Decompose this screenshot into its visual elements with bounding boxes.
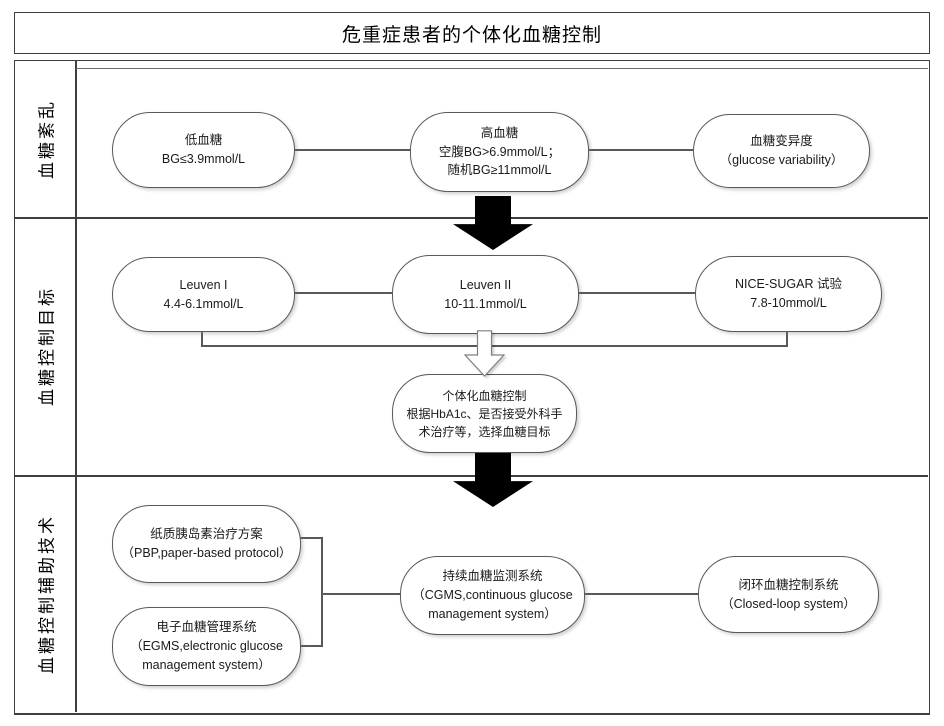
bracket-top-line [298,537,323,539]
node-text: 4.4-6.1mmol/L [163,296,244,311]
node-paper-based-protocol: 纸质胰岛素治疗方案 （PBP,paper-based protocol） [112,505,301,583]
connector-hyper-variability [587,149,693,151]
node-nice-sugar-trial: NICE-SUGAR 试验 7.8-10mmol/L [695,256,882,332]
node-text: 术治疗等，选择血糖目标 [418,424,551,439]
node-glucose-variability: 血糖变异度 （glucose variability） [693,114,870,188]
section-label-glucose-control-assist-tech: 血糖控制辅助技术 [37,514,57,674]
node-text: 电子血糖管理系统 [156,620,257,635]
section-label-glucose-disorder: 血糖紊乱 [37,99,57,179]
section-label-glucose-control-target: 血糖控制目标 [37,286,57,406]
node-text: 持续血糖监测系统 [442,569,543,584]
node-text: （CGMS,continuous glucose [412,588,573,603]
node-text: （Closed-loop system） [721,596,856,611]
connector-leuven2-nicesugar [577,292,695,294]
node-text: （PBP,paper-based protocol） [121,546,292,560]
node-text: management system） [142,657,271,672]
bracket-middle-line [321,593,401,595]
node-continuous-glucose-monitoring-system: 持续血糖监测系统 （CGMS,continuous glucose manage… [400,556,585,635]
node-text: 纸质胰岛素治疗方案 [150,527,263,542]
label-column-divider [75,60,77,712]
node-closed-loop-system: 闭环血糖控制系统 （Closed-loop system） [698,556,879,633]
node-text: 空腹BG>6.9mmol/L； [438,144,561,159]
node-electronic-glucose-management-system: 电子血糖管理系统 （EGMS,electronic glucose manage… [112,607,301,686]
title-box: 危重症患者的个体化血糖控制 [14,12,930,54]
row-divider-2 [14,475,928,477]
node-hyperglycemia: 高血糖 空腹BG>6.9mmol/L； 随机BG≥11mmol/L [410,112,589,192]
diagram-title: 危重症患者的个体化血糖控制 [341,24,602,46]
node-hypoglycemia: 低血糖 BG≤3.9mmol/L [112,112,295,188]
connector-leuven1-leuven2 [293,292,392,294]
connector-drop-nicesugar [786,328,788,346]
connector-hypo-hyper [293,149,410,151]
node-text: （EGMS,electronic glucose [130,639,283,654]
node-text: 7.8-10mmol/L [750,296,827,310]
node-text: 高血糖 [480,125,519,140]
node-text: 根据HbA1c、是否接受外科手 [406,406,563,421]
node-text: （glucose variability） [719,153,844,167]
node-text: management system） [428,606,557,621]
node-text: 随机BG≥11mmol/L [447,163,552,178]
node-individualized-glucose-control: 个体化血糖控制 根据HbA1c、是否接受外科手 术治疗等，选择血糖目标 [392,374,577,453]
node-text: 血糖变异度 [750,134,813,149]
connector-cgms-closedloop [583,593,698,595]
node-text: BG≤3.9mmol/L [161,152,246,166]
bracket-vertical-line [321,537,323,647]
hollow-down-arrow-icon [464,330,505,377]
connector-drop-leuven1 [201,330,203,346]
node-text: 低血糖 [184,133,223,148]
node-text: Leuven II [459,277,512,292]
node-text: 10-11.1mmol/L [444,296,527,311]
node-text: Leuven I [179,277,228,292]
node-text: NICE-SUGAR 试验 [735,277,842,292]
content-top-inner-line [76,68,928,69]
connector-merge-line [201,345,788,347]
node-text: 闭环血糖控制系统 [738,577,839,592]
node-leuven-2: Leuven II 10-11.1mmol/L [392,255,579,334]
row-divider-1 [14,217,928,219]
node-text: 个体化血糖控制 [442,388,527,403]
bracket-bottom-line [298,645,323,647]
node-leuven-1: Leuven I 4.4-6.1mmol/L [112,257,295,332]
